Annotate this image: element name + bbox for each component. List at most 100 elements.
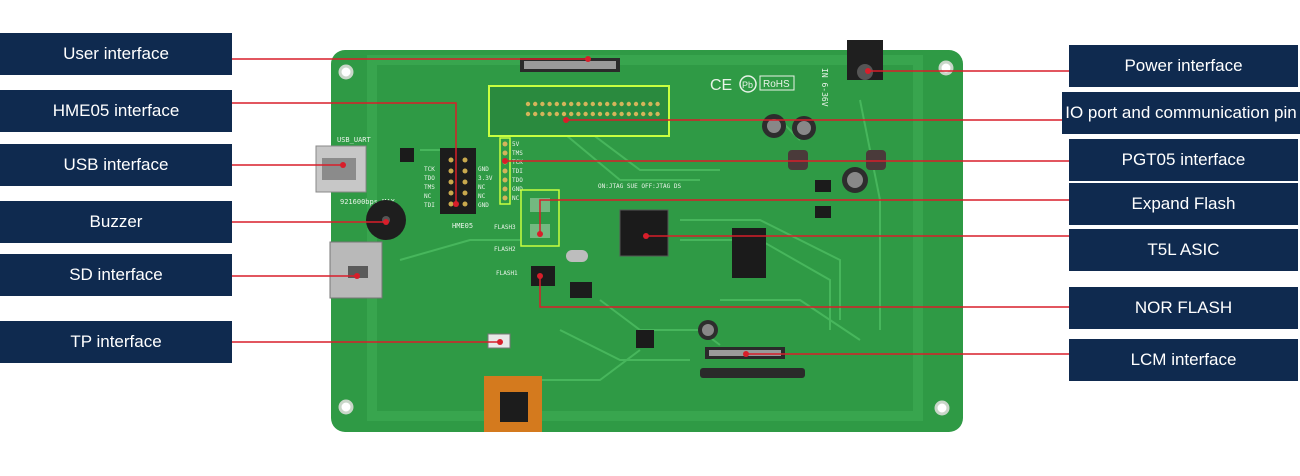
io-pin — [626, 111, 631, 117]
io-pin — [533, 101, 538, 107]
callout-t5l-asic: T5L ASIC — [1069, 229, 1298, 271]
jtag-label: ON:JTAG SUE OFF:JTAG DS — [598, 183, 681, 190]
callout-power-interface: Power interface — [1069, 45, 1298, 87]
io-pin — [533, 111, 538, 117]
inductor — [788, 150, 808, 170]
io-pin — [554, 101, 559, 107]
io-pin — [525, 101, 531, 107]
io-pin — [633, 101, 639, 107]
io-pin — [561, 101, 567, 107]
io-pin — [605, 101, 610, 107]
leader-dots — [340, 56, 871, 357]
io-pin — [655, 111, 660, 117]
hme-pin-label: TMS — [424, 184, 435, 191]
hme-pin-label: TDI — [424, 202, 435, 209]
io-pin — [569, 101, 574, 107]
hme-pin-label: NC — [478, 193, 486, 200]
io-pin — [597, 101, 603, 107]
capacitors — [698, 114, 868, 340]
hme-pin-label: GND — [478, 166, 489, 173]
callout-pgt05-interface: PGT05 interface — [1069, 139, 1298, 181]
small-ic — [570, 282, 592, 298]
ce-mark: CE — [710, 77, 732, 94]
io-pin — [569, 111, 574, 117]
io-pin — [641, 101, 646, 107]
io-pin — [540, 111, 545, 117]
io-pin — [605, 111, 610, 117]
regulator — [815, 180, 831, 192]
pgt05-header — [499, 137, 511, 205]
crystal — [566, 250, 588, 262]
io-pin — [655, 101, 660, 107]
callout-hme05-interface: HME05 interface — [0, 90, 232, 132]
io-pin — [540, 101, 545, 107]
io-pin — [626, 101, 631, 107]
callout-lcm-interface: LCM interface — [1069, 339, 1298, 381]
lcm-slot — [700, 368, 805, 378]
flash1-label: FLASH1 — [496, 270, 518, 277]
io-pin — [648, 111, 653, 117]
callout-sd-interface: SD interface — [0, 254, 232, 296]
callout-tp-interface: TP interface — [0, 321, 232, 363]
leader-expand-flash — [539, 199, 1069, 234]
leader-nor — [539, 276, 1069, 308]
hme-pin-label: NC — [424, 193, 432, 200]
regulator — [815, 206, 831, 218]
pgt-pin-label: NC — [512, 195, 520, 202]
io-pin — [576, 101, 581, 107]
io-pin — [597, 111, 603, 117]
callout-usb-interface: USB interface — [0, 144, 232, 186]
hme05-header-pins — [448, 157, 468, 207]
io-header-pins — [525, 101, 660, 117]
baud-label: 921600bps MAX — [340, 198, 396, 206]
io-pin — [561, 111, 567, 117]
callout-nor-flash: NOR FLASH — [1069, 287, 1298, 329]
t5l-asic-chip — [619, 209, 669, 257]
hme05-pin-labels-right: GND 3.3V NC NC GND — [478, 166, 493, 209]
hme-pin-label: TCK — [424, 166, 435, 173]
flash3-label: FLASH3 — [494, 224, 516, 231]
pgt-pin-label: TDO — [512, 177, 523, 184]
flash2-label: FLASH2 — [494, 246, 516, 253]
usb-uart-label: USB_UART — [337, 136, 372, 144]
callout-io-port: IO port and communication pin — [1062, 92, 1300, 134]
hme-pin-label: NC — [478, 184, 486, 191]
io-pin — [612, 111, 617, 117]
inductor — [866, 150, 886, 170]
pgt-pin-label: GND — [512, 186, 523, 193]
hme-pin-label: GND — [478, 202, 489, 209]
io-pin — [547, 111, 552, 117]
small-ic — [400, 148, 414, 162]
io-pin — [619, 101, 624, 107]
pgt-pin-label: TCK — [512, 159, 523, 166]
io-pin — [547, 101, 552, 107]
hme-pin-label: TDO — [424, 175, 435, 182]
hme05-pin-labels-left: TCK TDO TMS NC TDI — [424, 166, 435, 209]
hme05-label: HME05 — [452, 222, 473, 230]
leader-hme05 — [232, 102, 457, 204]
leader-lines — [232, 58, 1069, 355]
io-pin — [590, 111, 595, 117]
expand-flash-footprint — [520, 189, 560, 247]
pgt05-pin-labels: 5V TMS TCK TDI TDO GND NC — [512, 141, 523, 202]
io-pin — [619, 111, 624, 117]
ground-plane-border — [367, 55, 923, 421]
power-input-label: IN 6-36V — [820, 68, 829, 107]
io-pin — [554, 111, 559, 117]
io-pin — [590, 101, 595, 107]
io-header-area — [488, 85, 670, 137]
io-pin — [525, 111, 531, 117]
io-pin — [583, 101, 588, 107]
callout-expand-flash: Expand Flash — [1069, 183, 1298, 225]
io-pin — [633, 111, 639, 117]
io-pin — [641, 111, 646, 117]
io-pin — [648, 101, 653, 107]
io-pin — [583, 111, 588, 117]
callout-buzzer: Buzzer — [0, 201, 232, 243]
small-ic — [636, 330, 654, 348]
callout-user-interface: User interface — [0, 33, 232, 75]
rohs-mark: RoHS — [763, 79, 790, 90]
io-pin — [576, 111, 581, 117]
mounting-holes — [338, 60, 954, 416]
